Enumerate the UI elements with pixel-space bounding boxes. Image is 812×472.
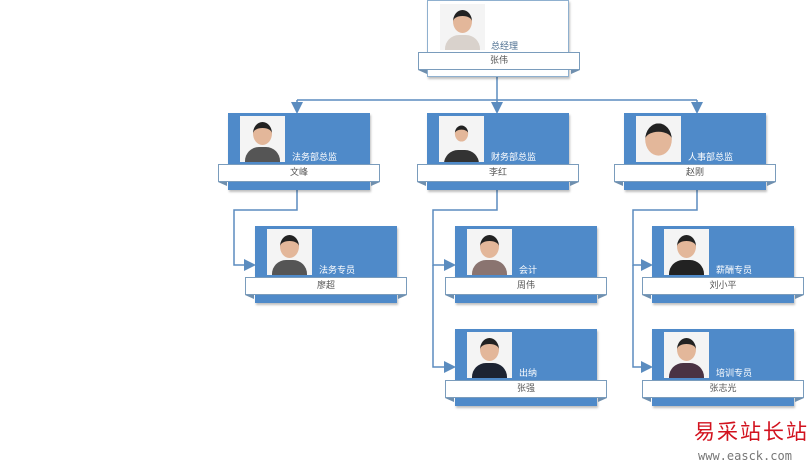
org-node-ceo[interactable]: 总经理 张伟 <box>418 0 580 77</box>
node-role: 培训专员 <box>716 369 753 379</box>
node-name: 廖超 <box>245 277 407 299</box>
avatar <box>440 4 485 50</box>
org-node-director[interactable]: 财务部总监 李红 <box>417 113 579 190</box>
node-name: 张伟 <box>418 52 580 74</box>
node-role: 法务专员 <box>319 266 356 276</box>
org-node-staff[interactable]: 法务专员 廖超 <box>245 226 407 303</box>
node-name: 赵刚 <box>614 164 776 186</box>
node-name: 刘小平 <box>642 277 804 299</box>
org-node-director[interactable]: 人事部总监 赵刚 <box>614 113 776 190</box>
avatar <box>636 116 681 162</box>
avatar <box>664 332 709 378</box>
avatar <box>664 229 709 275</box>
watermark-title: 易采站长站 <box>694 420 809 444</box>
node-role: 人事部总监 <box>688 153 734 163</box>
node-name: 周伟 <box>445 277 607 299</box>
avatar <box>267 229 312 275</box>
node-name: 张强 <box>445 380 607 402</box>
avatar <box>240 116 285 162</box>
watermark-url: www.easck.com <box>698 449 792 463</box>
node-name: 张志光 <box>642 380 804 402</box>
node-name: 李红 <box>417 164 579 186</box>
node-name: 文峰 <box>218 164 380 186</box>
node-role: 出纳 <box>519 369 538 379</box>
node-role: 总经理 <box>491 42 519 52</box>
avatar <box>467 229 512 275</box>
avatar <box>439 116 484 162</box>
node-role: 薪酬专员 <box>716 266 753 276</box>
org-node-staff[interactable]: 薪酬专员 刘小平 <box>642 226 804 303</box>
org-node-director[interactable]: 法务部总监 文峰 <box>218 113 380 190</box>
org-node-staff[interactable]: 培训专员 张志光 <box>642 329 804 406</box>
node-role: 法务部总监 <box>292 153 338 163</box>
avatar <box>467 332 512 378</box>
org-node-staff[interactable]: 会计 周伟 <box>445 226 607 303</box>
node-role: 会计 <box>519 266 538 276</box>
org-node-staff[interactable]: 出纳 张强 <box>445 329 607 406</box>
node-role: 财务部总监 <box>491 153 537 163</box>
